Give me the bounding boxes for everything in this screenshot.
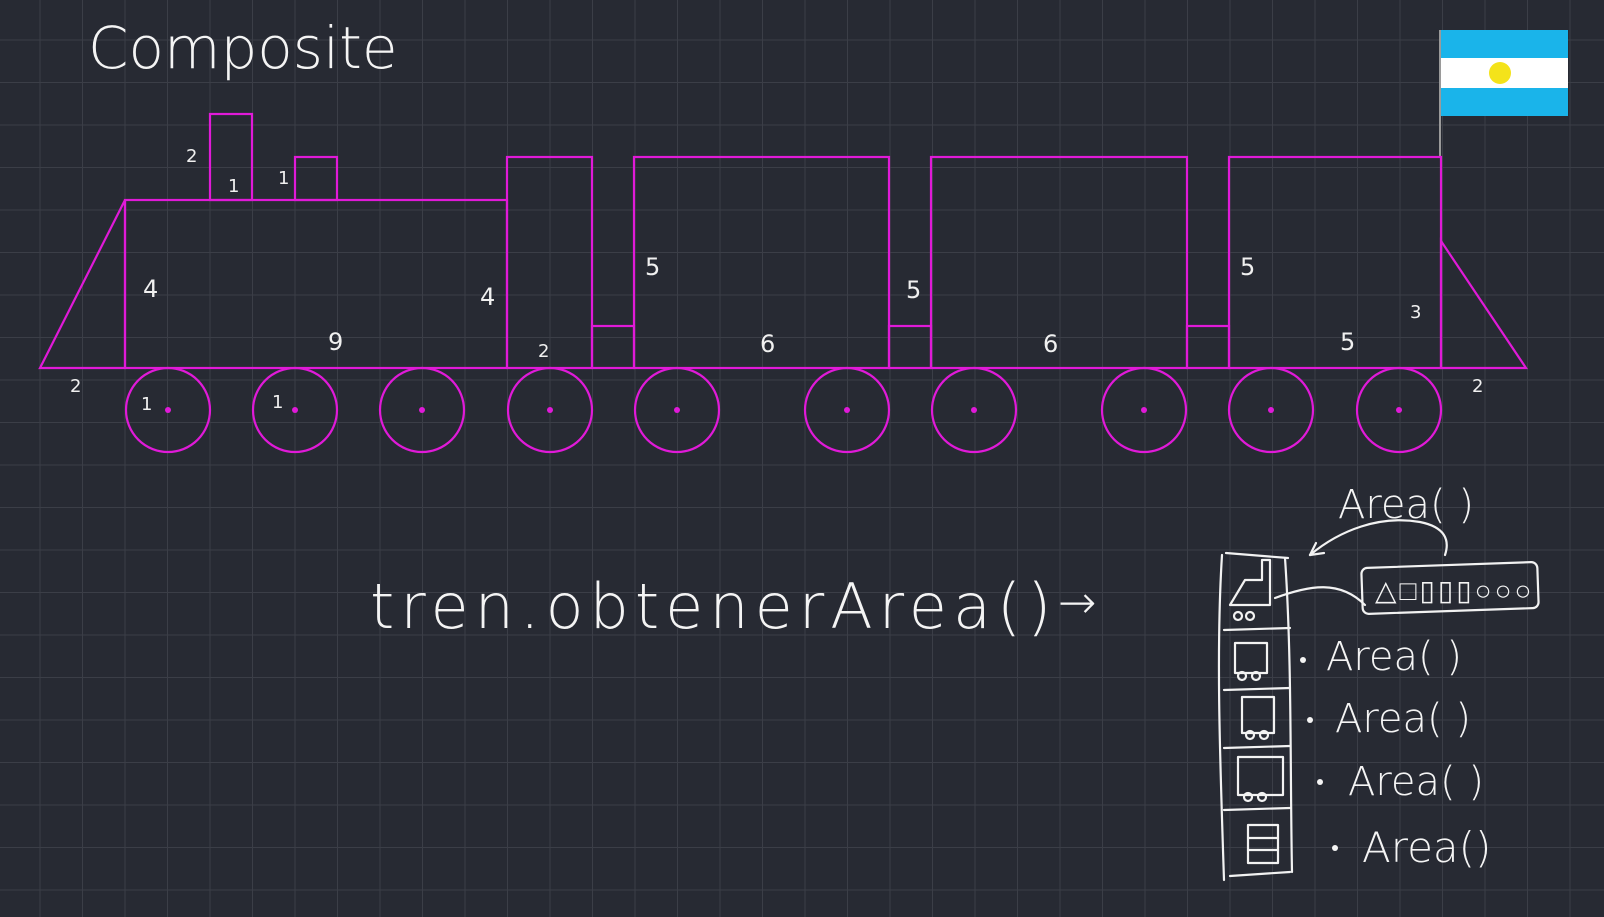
composite-tree: Area( ) [1217, 482, 1540, 882]
mini-grid-icon [1246, 823, 1280, 865]
flag-stripe-bottom [1441, 88, 1568, 116]
dimension-labels: 2 1 1 4 9 4 2 2 1 1 5 6 5 6 5 5 3 2 [70, 146, 1483, 415]
dim-chimney-h: 2 [186, 146, 197, 167]
wheel [251, 366, 339, 454]
stack-top-edge [1224, 551, 1290, 560]
loco-cab [505, 155, 594, 370]
locomotive [38, 112, 594, 370]
dim-cab-h: 4 [480, 283, 495, 311]
wheel-hub [844, 407, 850, 413]
loco-body [123, 198, 509, 370]
wheel [930, 366, 1018, 454]
curve-arrow-head-icon [1308, 541, 1326, 557]
child-area-2: Area( ) [1335, 696, 1471, 742]
mini-car-icon [1236, 755, 1285, 803]
coupler-3 [1185, 324, 1231, 370]
child-area-4: Area() [1362, 823, 1491, 872]
wheels [124, 366, 1443, 454]
wheel-hub [419, 407, 425, 413]
dim-tail-base: 2 [1472, 376, 1483, 397]
bullet-icon [1300, 657, 1306, 663]
dim-chimney-w: 1 [228, 176, 239, 197]
argentina-flag [1439, 30, 1568, 158]
bullet-icon [1307, 717, 1313, 723]
wheel-hub [292, 407, 298, 413]
coupler-1 [590, 324, 636, 370]
wheel-hub [547, 407, 553, 413]
car-1 [632, 155, 891, 370]
dim-car3-h: 5 [1240, 253, 1255, 281]
group-box [1360, 561, 1540, 615]
wheel-hub [674, 407, 680, 413]
wheel [803, 366, 891, 454]
mini-car-icon [1240, 695, 1276, 741]
flag-stripe-top [1441, 30, 1568, 58]
dim-car2-h: 5 [906, 276, 921, 304]
dim-car1-h: 5 [645, 253, 660, 281]
stack-divider [1222, 806, 1292, 812]
dim-wheel-r2: 1 [272, 392, 283, 413]
loco-chimney [208, 112, 254, 202]
dim-car3-w: 5 [1340, 328, 1355, 356]
stack-bottom-edge [1228, 870, 1292, 878]
wheel [506, 366, 594, 454]
wheel [378, 366, 466, 454]
child-area-3: Area( ) [1348, 759, 1484, 805]
wheel [124, 366, 212, 454]
dim-car1-w: 6 [760, 330, 775, 358]
dim-cab-w: 2 [538, 341, 549, 362]
wheel-hub [1396, 407, 1402, 413]
stack-divider [1222, 686, 1292, 692]
dim-front-base: 2 [70, 376, 81, 397]
code-text: tren.obtenerArea() [370, 570, 1057, 643]
bullet-icon [1332, 845, 1338, 851]
stack-right-edge [1283, 556, 1294, 874]
wheel-hub [1268, 407, 1274, 413]
stack-left-edge [1217, 553, 1226, 882]
loco-front-triangle [38, 199, 127, 370]
group-shapes: △□▯▯▯○○○ [1375, 574, 1534, 607]
stack-divider [1222, 626, 1292, 632]
dim-wheel-r1: 1 [141, 394, 152, 415]
arrow-icon: → [1058, 575, 1097, 629]
dim-car2-w: 6 [1043, 330, 1058, 358]
child-area-1: Area( ) [1326, 634, 1462, 680]
stack-divider [1222, 744, 1292, 750]
wheel [1355, 366, 1443, 454]
wheel [633, 366, 721, 454]
dim-loco-len: 9 [328, 328, 343, 356]
dim-tail-h: 3 [1410, 302, 1421, 323]
dim-dome-gap: 1 [278, 168, 289, 189]
wheel-hub [1141, 407, 1147, 413]
board-title: Composite [88, 14, 398, 82]
flag-sun-icon [1489, 62, 1511, 84]
mini-train-icon [1228, 558, 1272, 622]
wheel-hub [165, 407, 171, 413]
dim-loco-h: 4 [143, 275, 158, 303]
mini-car-icon [1233, 641, 1269, 682]
car-3 [1227, 155, 1443, 370]
curve-arrow-line [1308, 519, 1448, 557]
wheel [1227, 366, 1315, 454]
link-line [1273, 586, 1367, 607]
bullet-icon [1317, 779, 1323, 785]
wheel [1100, 366, 1188, 454]
tail-triangle [1439, 237, 1529, 370]
loco-dome [293, 155, 339, 202]
coupler-2 [887, 324, 933, 370]
car-2 [929, 155, 1189, 370]
wheel-hub [971, 407, 977, 413]
